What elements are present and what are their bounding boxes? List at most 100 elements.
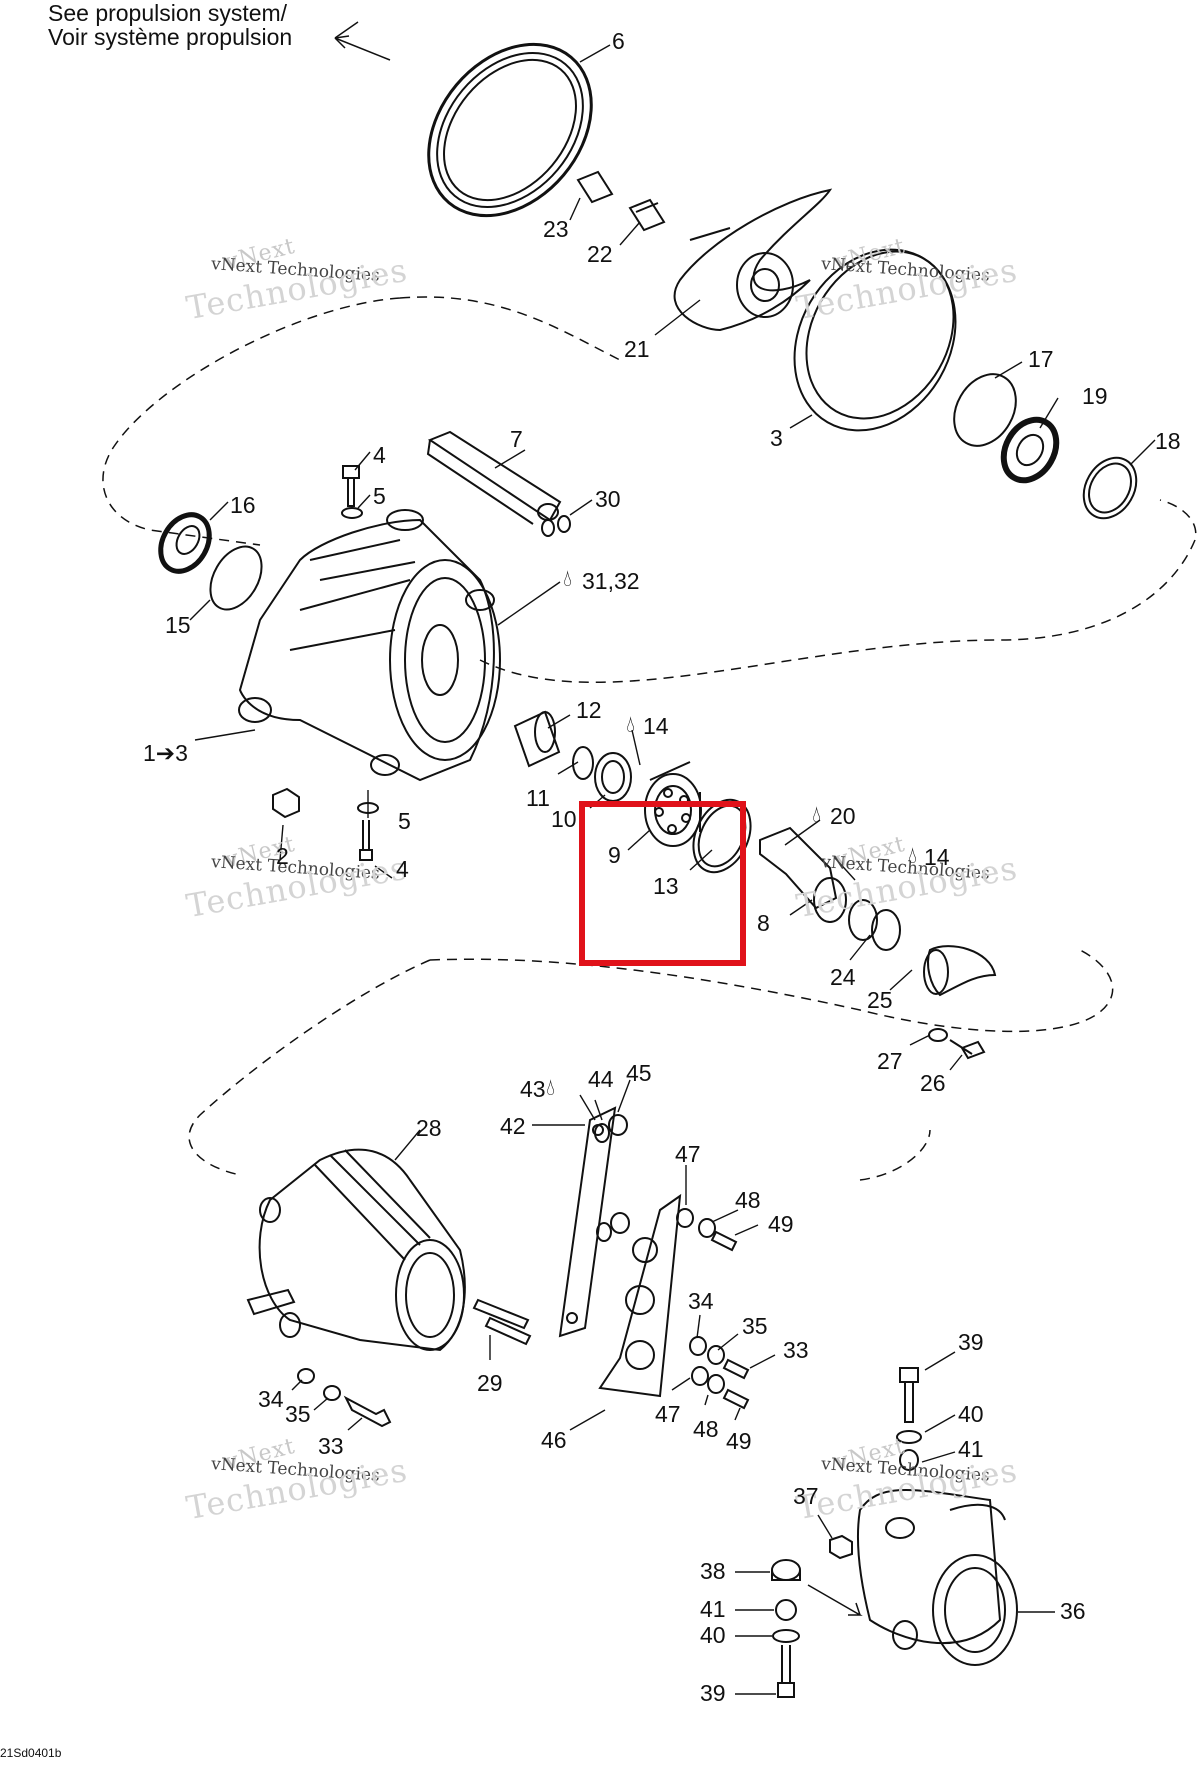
callout-5-top: 5 bbox=[373, 483, 386, 509]
part-40-washer-b bbox=[772, 1629, 800, 1643]
callout-25: 25 bbox=[867, 987, 893, 1013]
lower-group-outline bbox=[188, 949, 1114, 1181]
part-15-o-ring bbox=[209, 545, 263, 611]
part-39-bolt-a bbox=[899, 1367, 919, 1423]
callout-19: 19 bbox=[1082, 383, 1108, 409]
drop-icon-14-a: 💧︎ bbox=[626, 711, 636, 737]
part-45-nut bbox=[608, 1114, 628, 1136]
watermark-2: vNext vNext Technologies Technologies bbox=[793, 233, 1021, 328]
callout-3: 3 bbox=[770, 425, 783, 451]
callout-4-low: 4 bbox=[396, 856, 409, 882]
callout-22: 22 bbox=[587, 241, 613, 267]
part-49-screw-a bbox=[710, 1230, 738, 1252]
callout-31-32: 31,32 bbox=[582, 568, 640, 594]
callout-14-b: 14 bbox=[924, 844, 950, 870]
callout-20: 20 bbox=[830, 803, 856, 829]
drop-icon-43: 💧︎ bbox=[546, 1074, 556, 1100]
callout-16: 16 bbox=[230, 492, 256, 518]
watermark-1: vNext vNext Technologies Technologies bbox=[183, 233, 411, 328]
callout-49-b: 49 bbox=[726, 1428, 752, 1454]
part-40-washer-a bbox=[896, 1430, 922, 1444]
callout-44: 44 bbox=[588, 1066, 614, 1092]
header-line-1: See propulsion system/ bbox=[48, 0, 288, 26]
arrow-to-nozzle bbox=[807, 1584, 863, 1616]
part-19-seal bbox=[1000, 416, 1060, 484]
callout-6: 6 bbox=[612, 28, 625, 54]
part-42-arm bbox=[558, 1106, 617, 1338]
part-47-washer-a bbox=[676, 1208, 694, 1228]
callout-45: 45 bbox=[626, 1060, 652, 1086]
part-41-bushing-a bbox=[899, 1449, 919, 1471]
callout-4-top: 4 bbox=[373, 442, 386, 468]
callout-39-a: 39 bbox=[958, 1329, 984, 1355]
figure-reference: 21Sd0401b bbox=[0, 1746, 62, 1760]
callout-24: 24 bbox=[830, 964, 856, 990]
callout-34-b: 34 bbox=[258, 1386, 284, 1412]
part-36-nozzle bbox=[857, 1489, 1018, 1666]
callout-30: 30 bbox=[595, 486, 621, 512]
callout-17: 17 bbox=[1028, 346, 1054, 372]
callout-39-b: 39 bbox=[700, 1680, 726, 1706]
callout-9: 9 bbox=[608, 842, 621, 868]
part-41-bushing-b bbox=[775, 1599, 797, 1621]
part-28-venturi bbox=[246, 1148, 466, 1352]
part-16-seal bbox=[158, 512, 212, 574]
callout-21: 21 bbox=[624, 336, 650, 362]
part-44-washer bbox=[594, 1123, 610, 1143]
part-18-o-ring bbox=[1082, 456, 1138, 520]
callout-34-a: 34 bbox=[688, 1288, 714, 1314]
callout-35-b: 35 bbox=[285, 1401, 311, 1427]
part-34-washer-b bbox=[297, 1368, 315, 1384]
callout-35-a: 35 bbox=[742, 1313, 768, 1339]
callout-15: 15 bbox=[165, 612, 191, 638]
callout-48-b: 48 bbox=[693, 1416, 719, 1442]
callout-40-a: 40 bbox=[958, 1401, 984, 1427]
callout-7: 7 bbox=[510, 426, 523, 452]
callout-42: 42 bbox=[500, 1113, 526, 1139]
drop-icon-31-32: 💧︎ bbox=[563, 565, 573, 591]
part-29-pins bbox=[472, 1298, 532, 1346]
callout-46: 46 bbox=[541, 1427, 567, 1453]
part-8-shaft bbox=[759, 826, 838, 910]
arrow-to-propulsion bbox=[334, 37, 391, 61]
callout-2: 2 bbox=[276, 843, 289, 869]
callout-37: 37 bbox=[793, 1483, 819, 1509]
part-4-bolt-low bbox=[359, 820, 373, 861]
part-23-sleeve bbox=[576, 170, 614, 204]
callout-28: 28 bbox=[416, 1115, 442, 1141]
callout-33-a: 33 bbox=[783, 1337, 809, 1363]
highlight-box bbox=[579, 801, 746, 966]
leader-lines bbox=[189, 21, 1156, 1695]
header-line-2: Voir système propulsion bbox=[48, 24, 293, 50]
part-9-bearing bbox=[644, 761, 702, 847]
part-24-o-rings bbox=[848, 899, 878, 941]
part-7-lever bbox=[426, 430, 562, 525]
part-12-sleeve bbox=[513, 710, 561, 768]
callout-47-b: 47 bbox=[655, 1401, 681, 1427]
part-30-o-rings bbox=[541, 519, 555, 537]
callout-43: 43 bbox=[520, 1076, 546, 1102]
callout-18: 18 bbox=[1155, 428, 1181, 454]
callout-47-a: 47 bbox=[675, 1141, 701, 1167]
callout-33-b: 33 bbox=[318, 1433, 344, 1459]
watermark-6: vNext vNext Technologies Technologies bbox=[793, 1433, 1021, 1528]
part-48-washer-a bbox=[698, 1218, 716, 1238]
callout-41-b: 41 bbox=[700, 1596, 726, 1622]
callout-14-a: 14 bbox=[643, 713, 669, 739]
part-25-cone bbox=[927, 945, 997, 997]
part-27-washer bbox=[928, 1028, 948, 1042]
part-35-washer-b bbox=[323, 1385, 341, 1401]
callout-8: 8 bbox=[757, 910, 770, 936]
callout-40-b: 40 bbox=[700, 1622, 726, 1648]
callout-10: 10 bbox=[551, 806, 577, 832]
callout-36: 36 bbox=[1060, 1598, 1086, 1624]
callout-1-3: 1➔3 bbox=[143, 740, 188, 766]
callout-23: 23 bbox=[543, 216, 569, 242]
part-11-o-ring bbox=[572, 746, 594, 780]
callout-49-a: 49 bbox=[768, 1211, 794, 1237]
watermark-3: vNext vNext Technologies Technologies bbox=[183, 831, 411, 926]
callout-29: 29 bbox=[477, 1370, 503, 1396]
part-2-nut bbox=[272, 787, 300, 819]
callout-11: 11 bbox=[526, 785, 550, 811]
